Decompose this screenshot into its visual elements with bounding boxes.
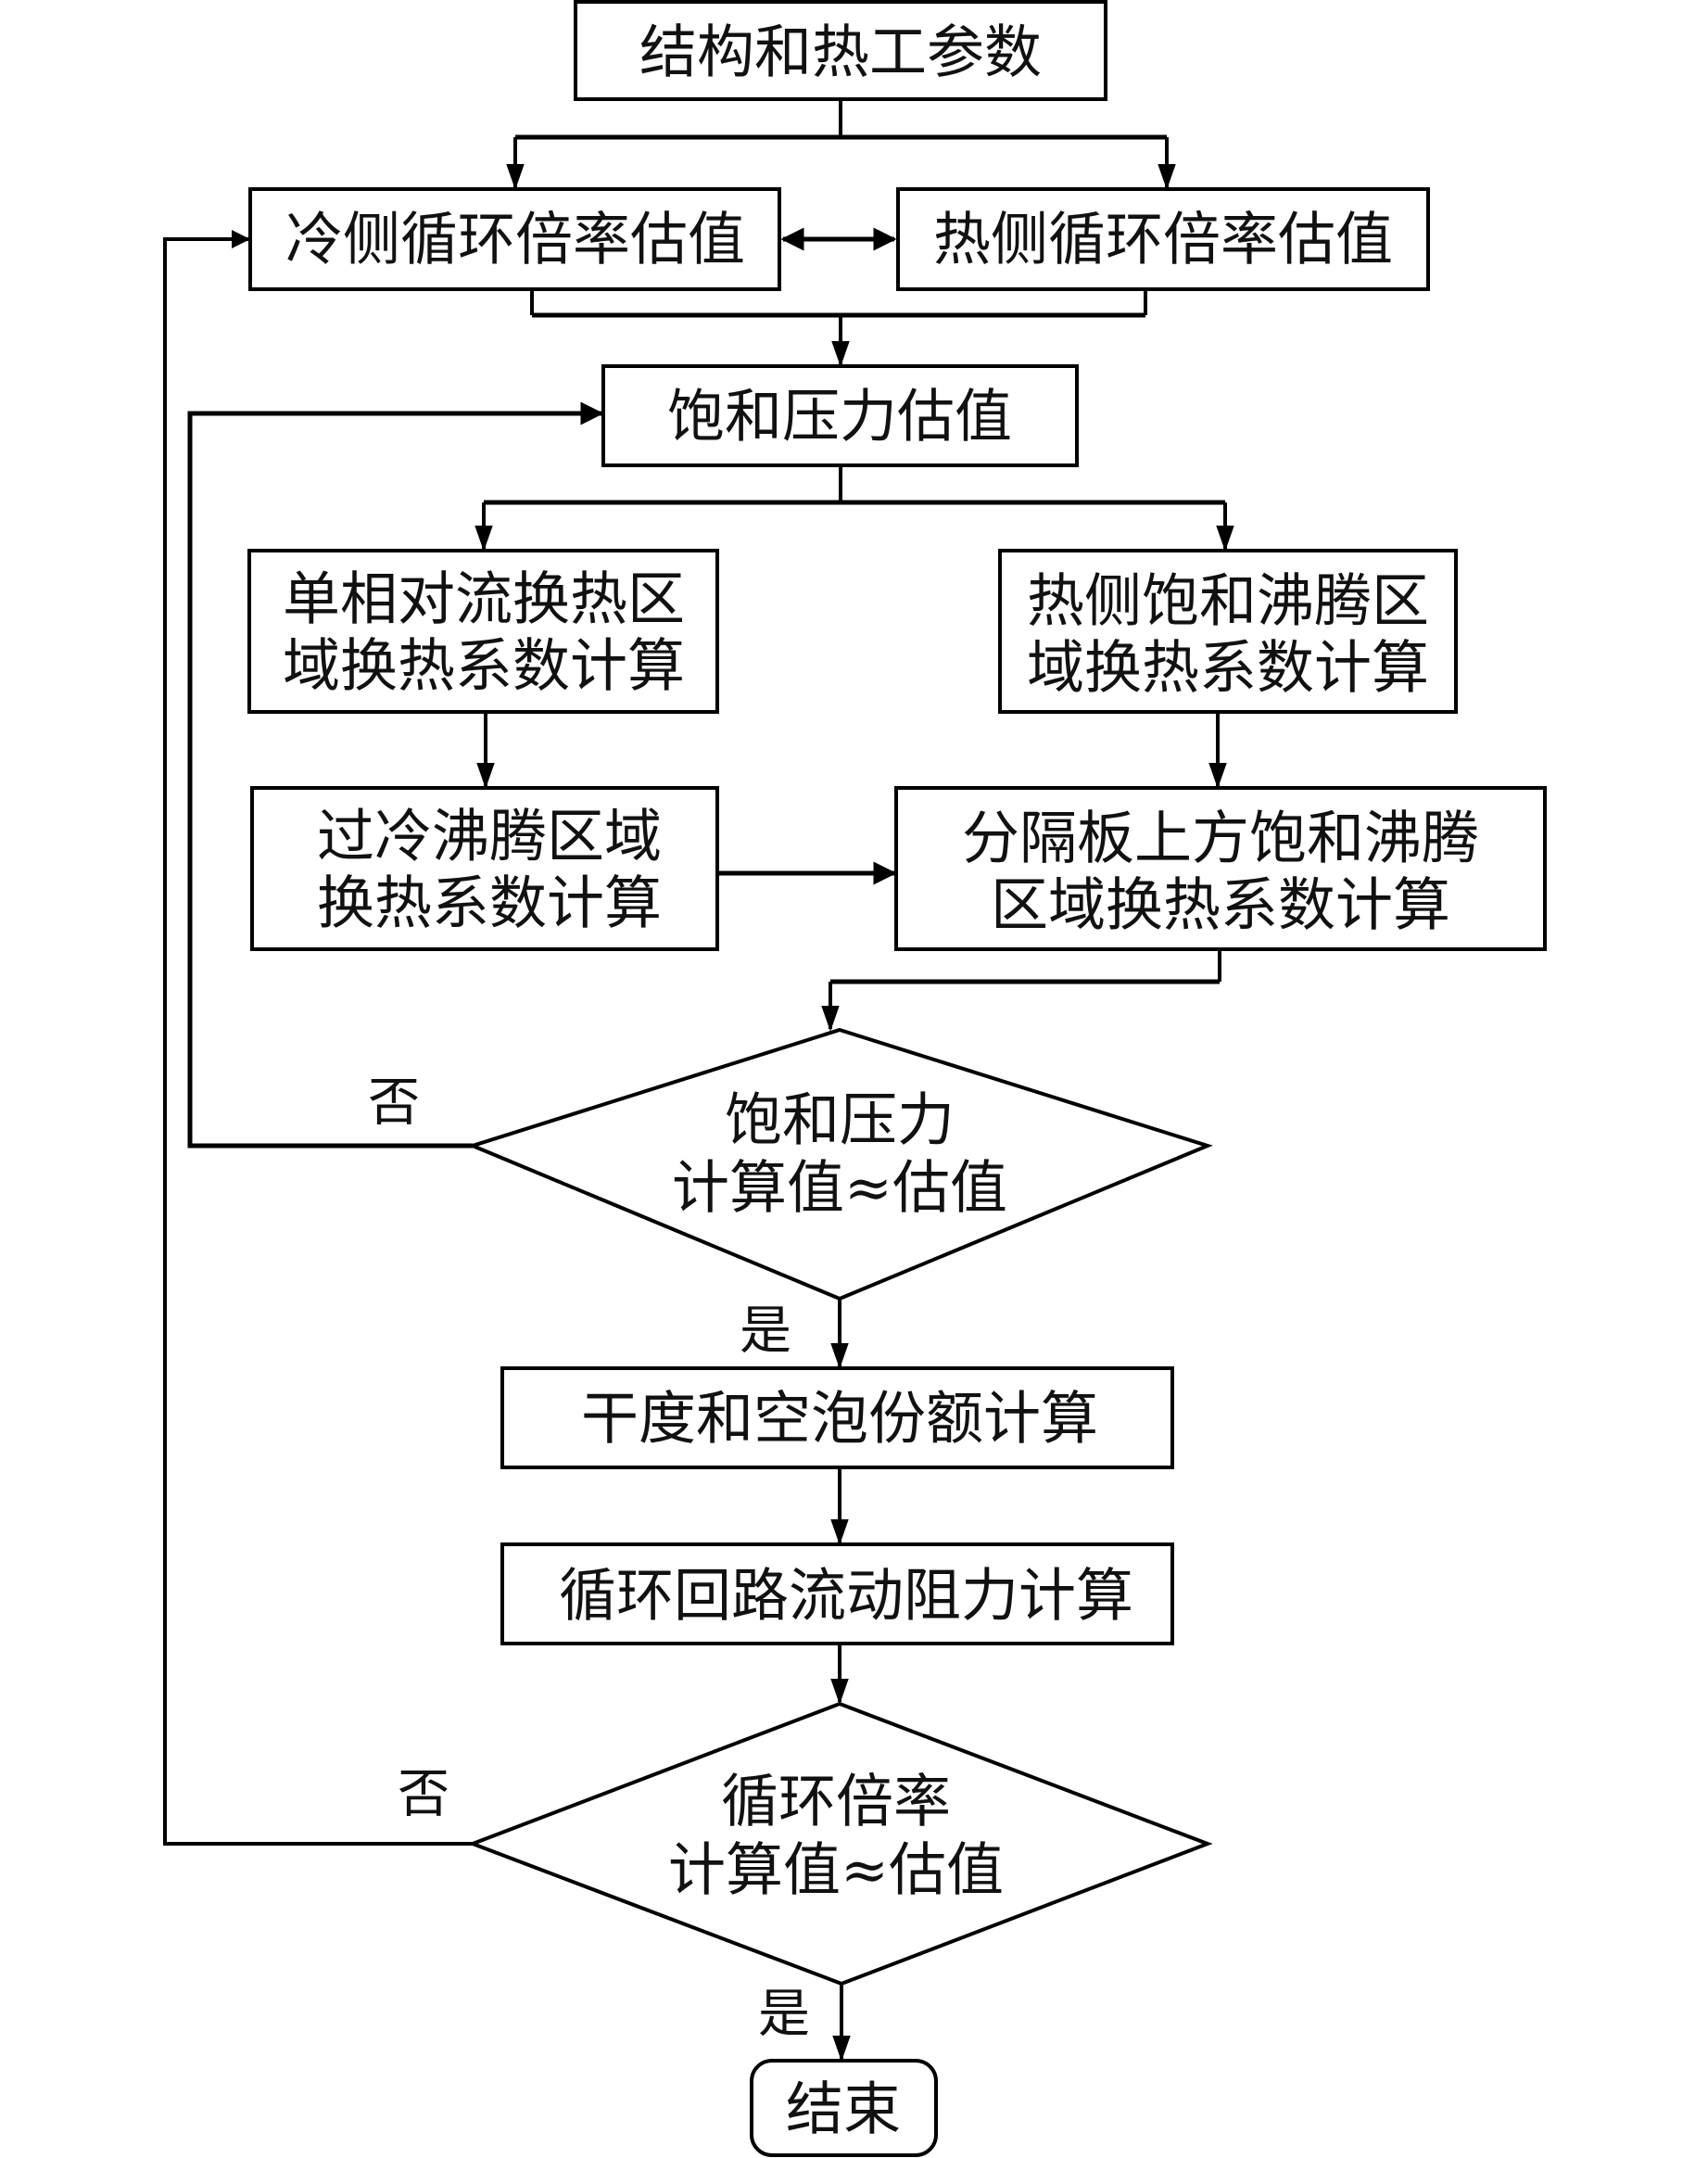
node-hot-ratio-label: 热侧循环倍率估值 [933,206,1393,273]
node-end: 结束 [750,2059,938,2157]
node-loop-resistance-label: 循环回路流动阻力计算 [559,1562,1133,1630]
node-above-partition-label-1: 分隔板上方饱和沸腾 [962,805,1479,872]
node-hot-sat-boiling: 热侧饱和沸腾区 域换热系数计算 [998,549,1458,714]
node-check-ratio: 循环倍率 计算值≈估值 [467,1701,1213,1987]
label-yes-pressure: 是 [740,1301,791,1362]
edge-check-pressure-no [187,401,604,1149]
node-check-pressure-label-2: 计算值≈估值 [672,1154,1007,1222]
node-hot-sat-boiling-label-2: 域换热系数计算 [1027,634,1429,702]
node-cold-ratio: 冷侧循环倍率估值 [248,187,781,291]
node-single-phase: 单相对流换热区 域换热系数计算 [247,549,719,714]
label-no-ratio: 否 [398,1765,449,1825]
node-start: 结构和热工参数 [574,0,1107,101]
node-quality-void: 干度和空泡份额计算 [500,1366,1174,1469]
label-yes-ratio: 是 [758,1985,810,2045]
node-subcooled: 过冷沸腾区域 换热系数计算 [250,786,719,951]
label-no-pressure: 否 [368,1073,420,1134]
node-hot-ratio: 热侧循环倍率估值 [896,187,1430,291]
node-loop-resistance: 循环回路流动阻力计算 [500,1542,1174,1645]
node-quality-void-label: 干度和空泡份额计算 [581,1385,1098,1453]
node-check-pressure-label-1: 饱和压力 [725,1086,955,1154]
node-check-ratio-label-2: 计算值≈估值 [668,1836,1004,1904]
node-above-partition: 分隔板上方饱和沸腾 区域换热系数计算 [894,786,1547,951]
node-check-pressure: 饱和压力 计算值≈估值 [467,1027,1213,1301]
node-above-partition-label-2: 区域换热系数计算 [991,871,1450,939]
node-end-label: 结束 [786,2075,901,2143]
node-sat-pressure: 饱和压力估值 [601,364,1079,467]
node-hot-sat-boiling-label-1: 热侧饱和沸腾区 [1027,567,1429,635]
node-subcooled-label-2: 换热系数计算 [317,870,662,937]
node-subcooled-label-1: 过冷沸腾区域 [317,803,662,870]
node-single-phase-label-2: 域换热系数计算 [283,632,685,700]
edge-check-ratio-no [163,230,473,1846]
node-sat-pressure-label: 饱和压力估值 [667,383,1012,451]
node-start-label: 结构和热工参数 [639,19,1042,86]
connectors [163,99,1234,2062]
node-single-phase-label-1: 单相对流换热区 [283,565,685,633]
node-cold-ratio-label: 冷侧循环倍率估值 [285,206,745,273]
node-check-ratio-label-1: 循环倍率 [721,1768,951,1835]
